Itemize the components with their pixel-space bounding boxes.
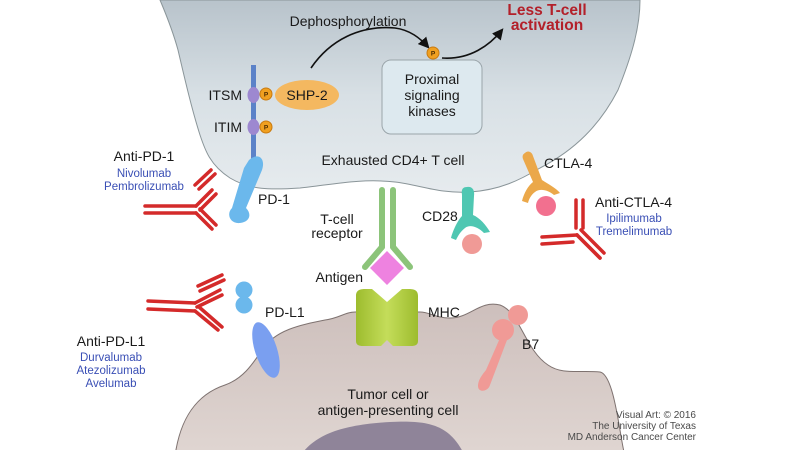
- pdl1-domain-bottom: [235, 296, 253, 314]
- itim-phosphate-label: P: [264, 125, 269, 132]
- anti-pd1-drug: Pembrolizumab: [104, 181, 184, 193]
- mhc: [356, 289, 418, 346]
- dephosphorylation-label: Dephosphorylation: [290, 13, 407, 29]
- b7-stalk: [478, 338, 507, 391]
- itsm-motif: [247, 87, 260, 103]
- b7-domain-bottom: [492, 319, 514, 341]
- b7-label: B7: [522, 336, 539, 352]
- itsm-phosphate-icon: [259, 87, 273, 101]
- ctla4-receptor: [522, 151, 560, 203]
- itsm-label: ITSM: [209, 87, 242, 103]
- anti-pdl1-drug: Atezolizumab: [76, 365, 145, 377]
- t-cell-label: Exhausted CD4+ T cell: [321, 152, 464, 168]
- tumor-cell-label-line2: antigen-presenting cell: [318, 402, 459, 418]
- anti-ctla4-label: Anti-CTLA-4: [595, 194, 672, 210]
- anti-ctla4-drug: Ipilimumab: [606, 213, 662, 225]
- pdl1-anchor: [252, 322, 280, 378]
- anti-pdl1-drug: Avelumab: [86, 378, 137, 390]
- itsm-phosphate-label: P: [264, 92, 269, 99]
- pd1-cytoplasmic-tail: [251, 65, 256, 165]
- itim-label: ITIM: [214, 119, 242, 135]
- t-cell-receptor: [362, 187, 413, 270]
- cd28-label: CD28: [422, 208, 458, 224]
- credit-line2: The University of Texas: [592, 421, 696, 432]
- bottom-whitespace: [0, 450, 800, 456]
- anti-pdl1-antibody: [146, 273, 226, 332]
- shp2-enzyme: [275, 80, 339, 110]
- tumor-cell-membrane: [174, 303, 626, 456]
- shp2-label: SHP-2: [286, 87, 327, 103]
- dephosphorylation-arrow: [310, 26, 430, 69]
- tumor-nucleus: [300, 421, 465, 456]
- antigen-label: Antigen: [316, 269, 363, 285]
- cd28-ligand: [462, 234, 482, 254]
- kinase-box-line1: Proximal: [405, 71, 459, 87]
- outcome-line2: activation: [511, 17, 583, 34]
- tumor-cell-label-line1: Tumor cell or: [347, 386, 429, 402]
- anti-pd1-antibody: [143, 168, 218, 231]
- ctla4-label: CTLA-4: [544, 155, 592, 171]
- pd1-label: PD-1: [258, 191, 290, 207]
- anti-pdl1-drug: Durvalumab: [80, 352, 142, 364]
- itim-phosphate-icon: [259, 120, 273, 134]
- tcr-label-line2: receptor: [311, 225, 363, 241]
- tcr-label-line1: T-cell: [320, 211, 353, 227]
- pdl1-domain-top: [235, 281, 253, 299]
- kinase-phosphate-label: P: [431, 51, 436, 58]
- pd1-receptor: [229, 156, 264, 224]
- outcome-arrow: [441, 28, 504, 59]
- credit-line1: Visual Art: © 2016: [616, 410, 696, 421]
- kinase-box-line3: kinases: [408, 103, 455, 119]
- kinase-phosphate-icon: [426, 46, 440, 60]
- kinase-box-line2: signaling: [404, 87, 459, 103]
- b7-domain-top: [508, 305, 528, 325]
- mhc-label: MHC: [428, 304, 460, 320]
- anti-pdl1-label: Anti-PD-L1: [77, 333, 146, 349]
- pdl1-label: PD-L1: [265, 304, 305, 320]
- cd28-receptor: [451, 186, 490, 240]
- anti-pd1-drug: Nivolumab: [117, 168, 171, 180]
- anti-pd1-label: Anti-PD-1: [114, 148, 175, 164]
- ctla4-ligand: [536, 196, 556, 216]
- credit-line3: MD Anderson Cancer Center: [568, 432, 697, 443]
- itim-motif: [247, 119, 260, 135]
- anti-ctla4-drug: Tremelimumab: [596, 226, 672, 238]
- proximal-signaling-kinases-box: [381, 59, 483, 135]
- outcome-line1: Less T-cell: [507, 2, 586, 19]
- anti-ctla4-antibody: [540, 198, 606, 260]
